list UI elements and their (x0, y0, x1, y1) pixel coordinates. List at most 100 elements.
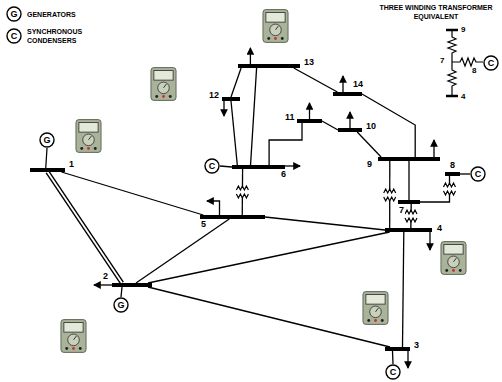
transmission-line (265, 217, 385, 230)
circle-outline (471, 167, 485, 181)
bus-bar: 8 (445, 172, 460, 176)
bus-bar: 7 (398, 200, 420, 204)
bus-number: 1 (68, 160, 75, 169)
transmission-line (136, 219, 229, 283)
multimeter-icon (76, 120, 101, 153)
circle-outline (40, 133, 54, 147)
transmission-line (48, 172, 123, 283)
bus-number: 3 (413, 341, 420, 350)
bus-bar: 13 (238, 64, 300, 68)
machine-circle: C (470, 166, 486, 182)
bus-number: 13 (303, 58, 315, 67)
inset-bus-tick (446, 30, 458, 96)
legend-text: GENERATORS (27, 10, 76, 19)
inset-bus-number: 8 (472, 66, 476, 75)
bus-number: 10 (365, 122, 377, 131)
bus-number: 12 (208, 91, 220, 100)
bus-number: 2 (102, 272, 109, 281)
transmission-line (403, 232, 404, 347)
transformer-symbol (235, 186, 249, 198)
circle-outline (7, 29, 21, 43)
transmission-line (148, 287, 390, 347)
transmission-line (148, 232, 390, 283)
inset-bus-number: 9 (461, 25, 465, 34)
transmission-line (46, 148, 47, 168)
machine-circle: C (204, 158, 220, 174)
machine-circle: C (385, 364, 401, 380)
machine-letter: C (11, 32, 18, 41)
double-line-gap (48, 172, 123, 283)
transmission-line (269, 123, 302, 165)
bus-bar: 5 (200, 215, 265, 219)
circle-outline (7, 7, 21, 21)
load-arrow (94, 284, 112, 285)
load-arrow (433, 140, 434, 157)
transmission-line (408, 161, 409, 200)
bus-number: 9 (366, 160, 373, 169)
bus-number: 5 (200, 220, 207, 229)
load-arrow (223, 101, 224, 116)
bus-bar: 10 (338, 128, 362, 132)
load-arrow (349, 112, 350, 128)
bus-bar: 11 (297, 119, 322, 123)
load-arrow (285, 165, 300, 166)
multimeter-icon (151, 68, 176, 101)
machine-letter: C (209, 162, 216, 171)
transmission-line (231, 68, 241, 97)
inset-winding (448, 30, 456, 96)
multimeter-icon (61, 320, 86, 353)
bus-bar: 2 (112, 283, 152, 287)
circle-outline (114, 298, 128, 312)
bus-bar: 14 (333, 92, 362, 96)
machine-circle: G (113, 297, 129, 313)
multimeter-icon (441, 242, 466, 275)
transformer-symbol (443, 183, 457, 195)
transmission-line (231, 101, 237, 165)
transformer-symbol (383, 189, 397, 201)
circle-outline (386, 365, 400, 379)
transmission-line (357, 132, 381, 157)
machine-letter: C (488, 59, 495, 68)
transmission-line (121, 287, 122, 297)
machine-circle: G (39, 132, 55, 148)
transformer-symbol (404, 210, 418, 222)
bus-number: 11 (284, 113, 296, 122)
machine-circle: C (6, 28, 22, 44)
multimeter-icon (263, 10, 288, 43)
machine-letter: C (475, 170, 482, 179)
inset-bus-number: 7 (440, 56, 444, 65)
transmission-line (460, 173, 470, 174)
load-arrow (309, 103, 310, 119)
legend-text: SYNCHRONOUS CONDENSERS (27, 27, 107, 45)
bus-number: 7 (398, 206, 405, 215)
load-arrow (407, 351, 408, 368)
machine-letter: G (117, 301, 124, 310)
load-arrow (207, 201, 220, 215)
multimeter-icon (363, 292, 388, 325)
transmission-line (62, 172, 204, 215)
transmission-line (322, 121, 338, 130)
load-arrow (250, 48, 251, 64)
load-arrow (429, 232, 430, 250)
circle-outline (484, 56, 498, 70)
circle-outline (205, 159, 219, 173)
bus-number: 4 (436, 224, 443, 233)
transmission-line (362, 94, 415, 157)
transmission-line (251, 68, 257, 165)
inset-title: THREE WINDING TRANSFORMER EQUIVALENT (376, 3, 496, 21)
bus-bar: 12 (222, 97, 240, 101)
load-arrow (342, 76, 343, 92)
machine-letter: G (10, 10, 17, 19)
bus-bar: 6 (232, 165, 285, 169)
transmission-line (294, 68, 338, 92)
machine-circle: C (483, 55, 499, 71)
bus-number: 6 (280, 170, 287, 179)
bus-bar: 9 (378, 157, 440, 161)
inset-bus-number: 4 (461, 92, 465, 101)
bus-number: 8 (449, 161, 456, 170)
